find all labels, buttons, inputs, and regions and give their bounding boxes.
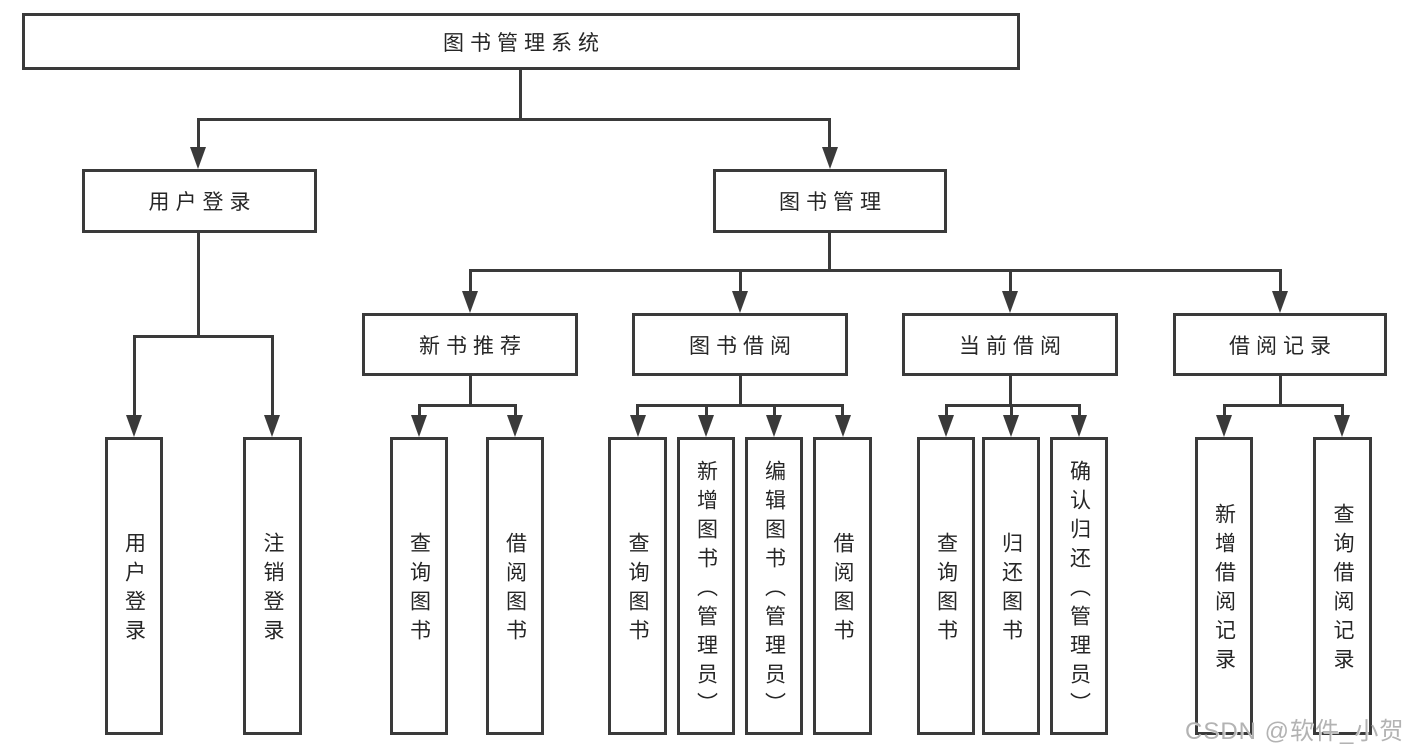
connector-mgmt-stem bbox=[828, 233, 831, 271]
arrowhead-down-icon bbox=[938, 415, 954, 437]
connector-leaf-drop bbox=[1223, 404, 1226, 416]
connector-leaf-drop bbox=[773, 404, 776, 416]
node-user-login: 用户登录 bbox=[82, 169, 317, 233]
leaf-records-add-record: 新增借阅记录 bbox=[1195, 437, 1253, 735]
leaf-records-add-record-label: 新增借阅记录 bbox=[1212, 503, 1236, 677]
connector-leaf-drop bbox=[418, 404, 421, 416]
connector-user-leaf2-drop bbox=[271, 335, 274, 417]
connector-newrec-split-bar bbox=[418, 404, 517, 407]
connector-leaf-drop bbox=[945, 404, 948, 416]
connector-leaf-drop bbox=[705, 404, 708, 416]
node-root-label: 图书管理系统 bbox=[443, 31, 605, 55]
arrowhead-down-icon bbox=[630, 415, 646, 437]
arrowhead-down-icon bbox=[822, 147, 838, 169]
leaf-current-confirm-return-admin-label: 确认归还（管理员） bbox=[1067, 459, 1091, 721]
connector-leaf-drop bbox=[841, 404, 844, 416]
leaf-logout-label: 注销登录 bbox=[261, 532, 284, 648]
arrowhead-down-icon bbox=[1272, 291, 1288, 313]
leaf-current-return-books: 归还图书 bbox=[982, 437, 1040, 735]
connector-borrow-split-bar bbox=[636, 404, 844, 407]
leaf-current-confirm-return-admin: 确认归还（管理员） bbox=[1050, 437, 1108, 735]
node-root: 图书管理系统 bbox=[22, 13, 1020, 70]
leaf-newrec-borrow-books: 借阅图书 bbox=[486, 437, 544, 735]
connector-current-split-bar bbox=[945, 404, 1081, 407]
leaf-borrow-query-books: 查询图书 bbox=[608, 437, 667, 735]
connector-current-drop bbox=[1009, 269, 1012, 293]
connector-root-stem bbox=[519, 70, 522, 118]
arrowhead-down-icon bbox=[264, 415, 280, 437]
connector-newrec-stem bbox=[469, 376, 472, 406]
leaf-newrec-borrow-books-label: 借阅图书 bbox=[503, 532, 527, 648]
connector-records-stem bbox=[1279, 376, 1282, 406]
leaf-user-login: 用户登录 bbox=[105, 437, 163, 735]
connector-book-mgmt-drop bbox=[828, 118, 831, 150]
arrowhead-down-icon bbox=[507, 415, 523, 437]
arrowhead-down-icon bbox=[190, 147, 206, 169]
connector-leaf-drop bbox=[1078, 404, 1081, 416]
leaf-borrow-borrow-books-label: 借阅图书 bbox=[831, 532, 854, 648]
leaf-records-query-record: 查询借阅记录 bbox=[1313, 437, 1372, 735]
connector-leaf-drop bbox=[514, 404, 517, 416]
node-user-login-label: 用户登录 bbox=[148, 191, 257, 214]
connector-borrow-drop bbox=[739, 269, 742, 293]
leaf-borrow-borrow-books: 借阅图书 bbox=[813, 437, 872, 735]
connector-level1-bar bbox=[197, 118, 831, 121]
arrowhead-down-icon bbox=[732, 291, 748, 313]
node-current-borrow-label: 当前借阅 bbox=[959, 334, 1067, 358]
arrowhead-down-icon bbox=[1002, 291, 1018, 313]
arrowhead-down-icon bbox=[411, 415, 427, 437]
connector-user-stem bbox=[197, 233, 200, 337]
connector-records-drop bbox=[1279, 269, 1282, 293]
arrowhead-down-icon bbox=[1071, 415, 1087, 437]
watermark: CSDN @软件_小贺同学 bbox=[1185, 718, 1405, 745]
leaf-logout: 注销登录 bbox=[243, 437, 302, 735]
leaf-current-return-books-label: 归还图书 bbox=[999, 532, 1023, 648]
arrowhead-down-icon bbox=[126, 415, 142, 437]
arrowhead-down-icon bbox=[698, 415, 714, 437]
node-borrow-records-label: 借阅记录 bbox=[1229, 334, 1337, 358]
leaf-borrow-edit-books-admin: 编辑图书（管理员） bbox=[745, 437, 803, 735]
connector-leaf-drop bbox=[1010, 404, 1013, 416]
leaf-newrec-query-books: 查询图书 bbox=[390, 437, 448, 735]
node-new-book-recommend-label: 新书推荐 bbox=[419, 334, 527, 358]
node-borrow-records: 借阅记录 bbox=[1173, 313, 1387, 376]
connector-level2-bar bbox=[469, 269, 1282, 272]
arrowhead-down-icon bbox=[766, 415, 782, 437]
connector-newrec-drop bbox=[469, 269, 472, 293]
connector-user-leaf1-drop bbox=[133, 335, 136, 417]
arrowhead-down-icon bbox=[1334, 415, 1350, 437]
leaf-newrec-query-books-label: 查询图书 bbox=[407, 532, 431, 648]
leaf-user-login-label: 用户登录 bbox=[122, 532, 146, 648]
node-book-management-label: 图书管理 bbox=[779, 191, 887, 214]
connector-borrow-stem bbox=[739, 376, 742, 406]
arrowhead-down-icon bbox=[1003, 415, 1019, 437]
node-new-book-recommend: 新书推荐 bbox=[362, 313, 578, 376]
leaf-borrow-query-books-label: 查询图书 bbox=[626, 532, 649, 648]
connector-user-split-bar bbox=[133, 335, 274, 338]
arrowhead-down-icon bbox=[835, 415, 851, 437]
connector-leaf-drop bbox=[636, 404, 639, 416]
leaf-borrow-add-books-admin-label: 新增图书（管理员） bbox=[694, 459, 718, 721]
leaf-borrow-add-books-admin: 新增图书（管理员） bbox=[677, 437, 735, 735]
node-book-borrow-label: 图书借阅 bbox=[689, 334, 797, 358]
arrowhead-down-icon bbox=[462, 291, 478, 313]
node-current-borrow: 当前借阅 bbox=[902, 313, 1118, 376]
arrowhead-down-icon bbox=[1216, 415, 1232, 437]
leaf-current-query-books-label: 查询图书 bbox=[934, 532, 958, 648]
connector-user-login-drop bbox=[197, 118, 200, 150]
connector-leaf-drop bbox=[1341, 404, 1344, 416]
leaf-records-query-record-label: 查询借阅记录 bbox=[1331, 503, 1354, 677]
leaf-current-query-books: 查询图书 bbox=[917, 437, 975, 735]
node-book-management: 图书管理 bbox=[713, 169, 947, 233]
connector-records-split-bar bbox=[1223, 404, 1344, 407]
leaf-borrow-edit-books-admin-label: 编辑图书（管理员） bbox=[762, 459, 786, 721]
connector-current-stem bbox=[1009, 376, 1012, 406]
node-book-borrow: 图书借阅 bbox=[632, 313, 848, 376]
